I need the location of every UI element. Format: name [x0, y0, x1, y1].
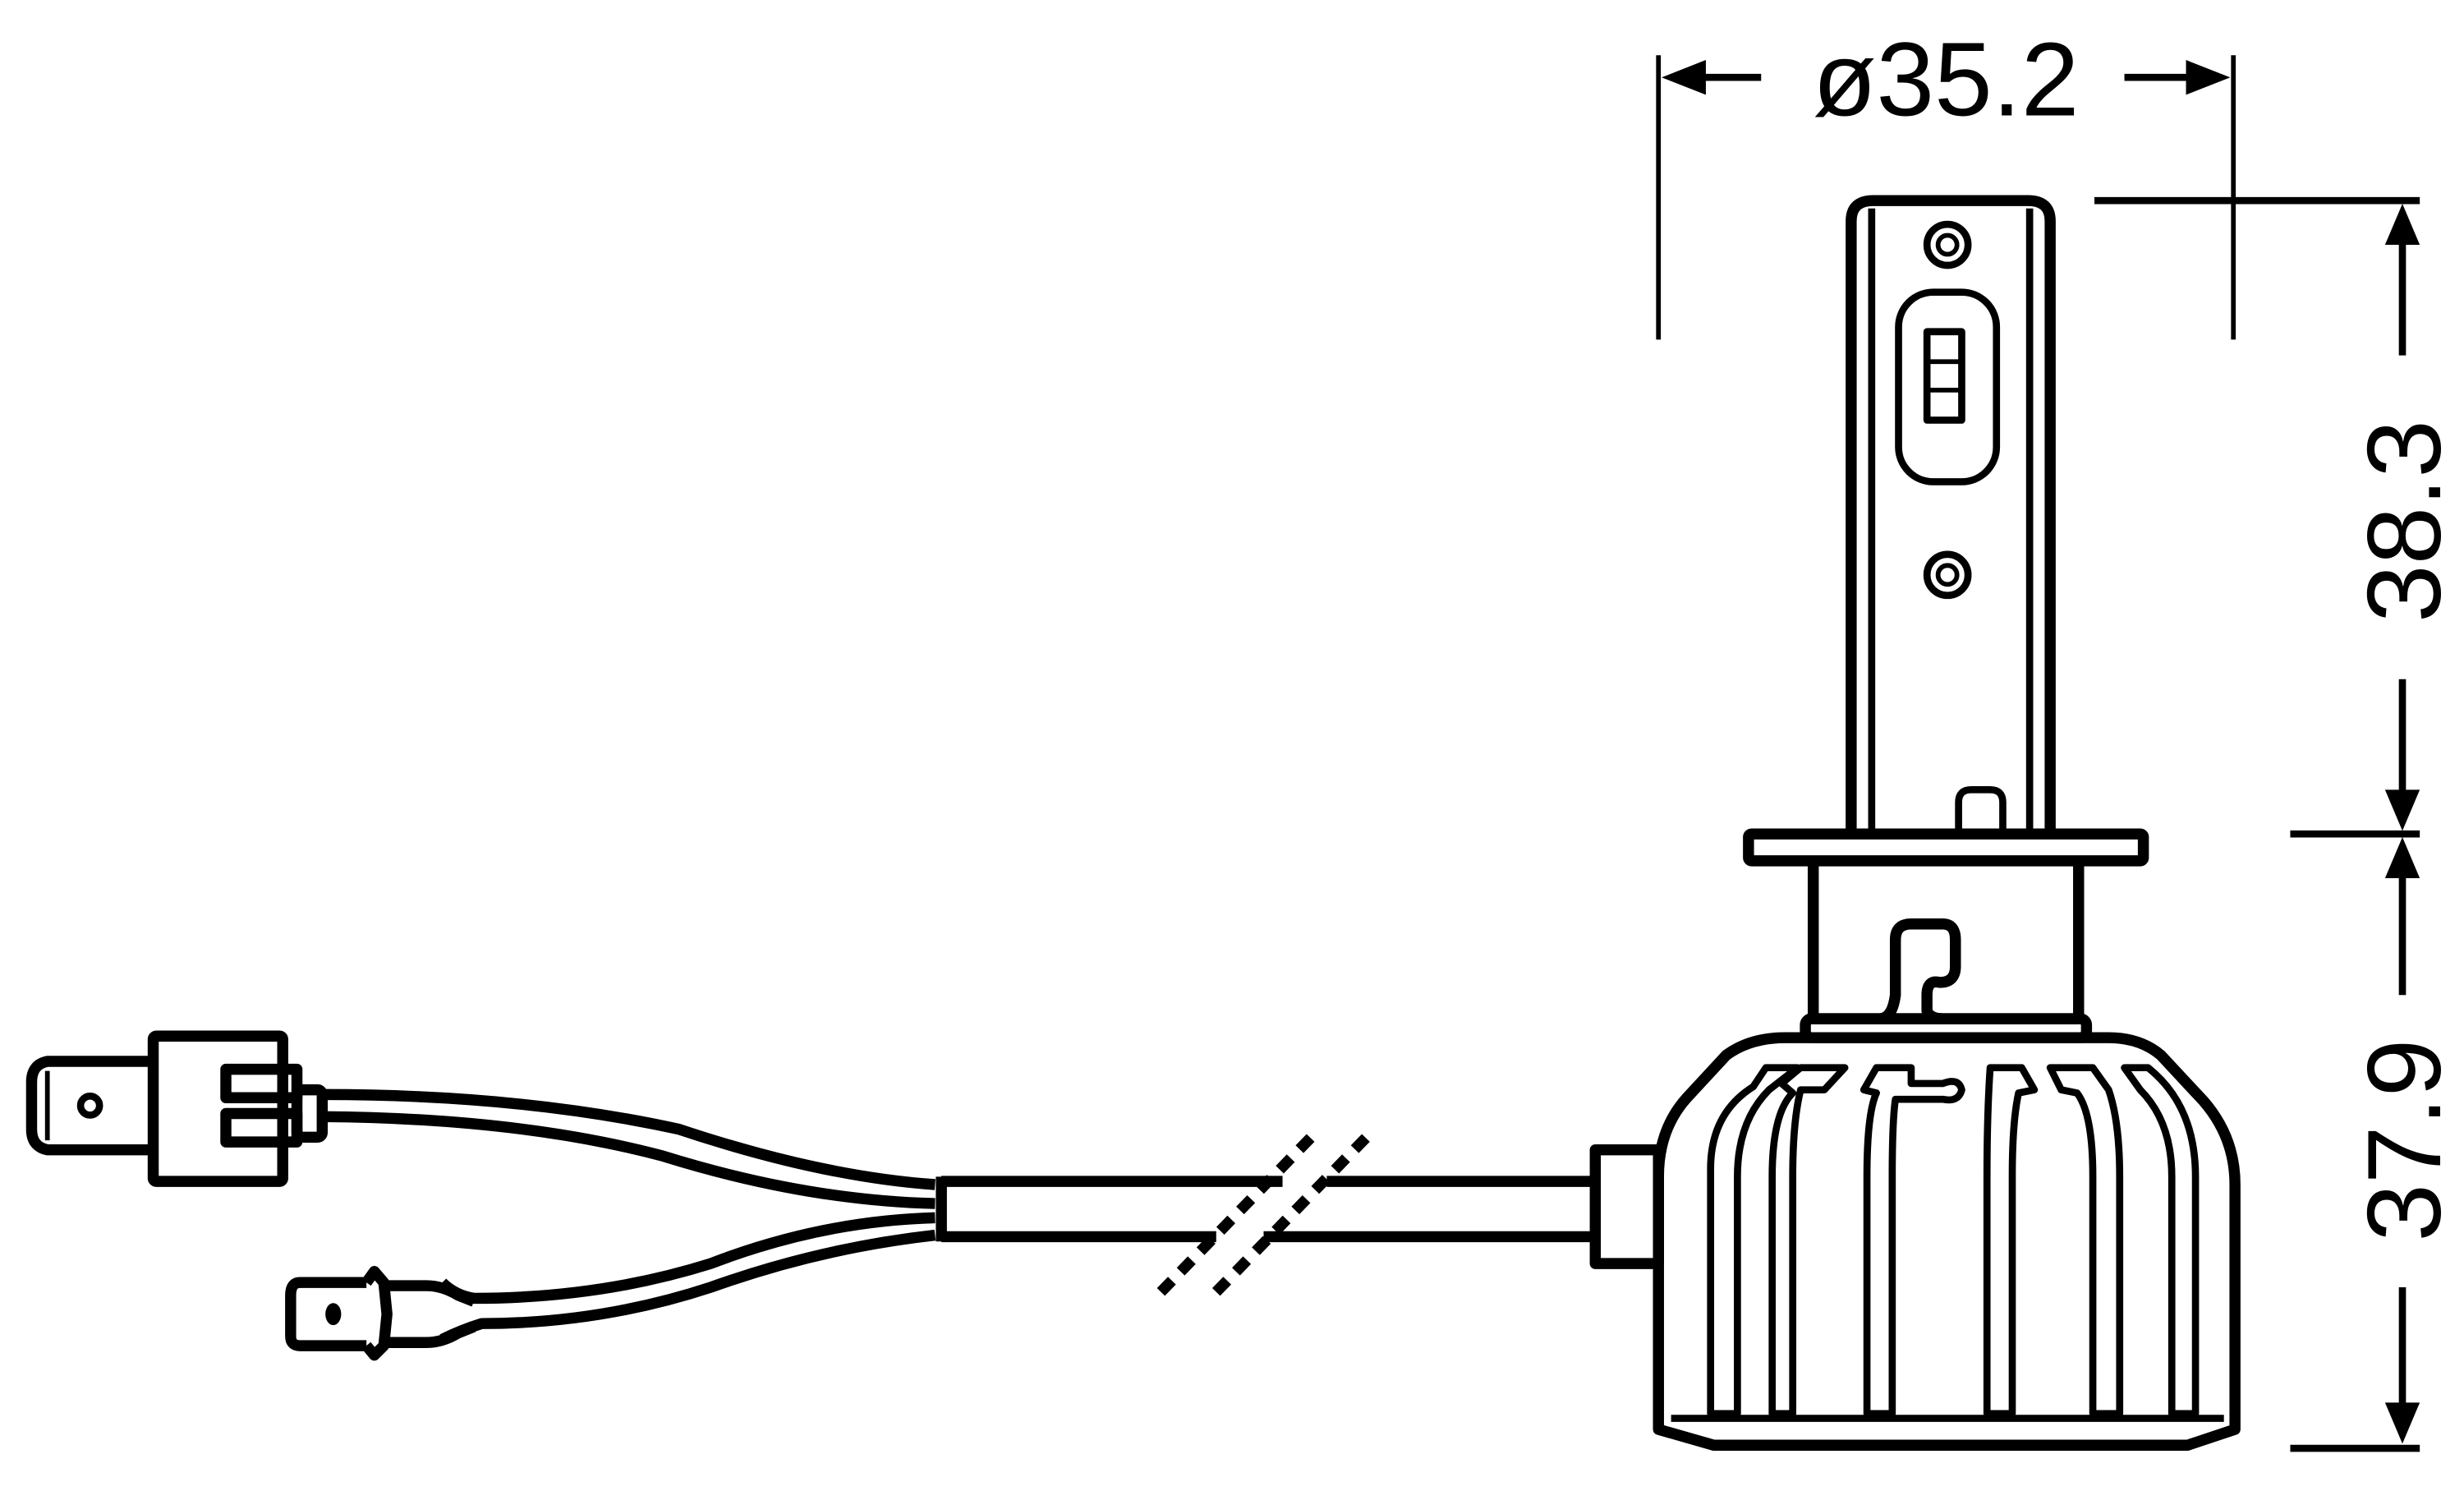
mounting-flange — [1743, 828, 2149, 867]
h-connector-plug — [25, 1030, 329, 1187]
arrowhead-down-icon — [2384, 789, 2420, 831]
finned-heatsink — [1589, 1032, 2241, 1451]
led-board — [1846, 195, 2056, 835]
fin — [2046, 1064, 2124, 1418]
diameter-dimension: ø35.2 — [1656, 21, 2236, 340]
screw-icon — [1923, 220, 1972, 269]
arrowhead-up-icon — [2384, 837, 2420, 879]
locking-hook-icon — [1878, 918, 1961, 1024]
lower-height-label: 37.9 — [2346, 1039, 2462, 1242]
spade-terminal — [285, 1266, 476, 1361]
diameter-label: ø35.2 — [1813, 21, 2080, 137]
arrowhead-up-icon — [2384, 204, 2420, 246]
upper-height-label: 38.3 — [2346, 420, 2462, 623]
fin — [1768, 1064, 1849, 1418]
led-window — [1895, 288, 2001, 485]
cable-boot — [1589, 1144, 1664, 1269]
fin — [1859, 1064, 1965, 1418]
arrowhead-left-icon — [1662, 60, 1706, 95]
cable-break-mark — [1156, 1125, 1323, 1296]
led-chip-icon — [1923, 328, 1965, 424]
fin — [2121, 1064, 2200, 1418]
fin — [1983, 1064, 2039, 1418]
screw-icon — [1923, 550, 1972, 600]
base-collar — [1800, 860, 2093, 1043]
fin — [1707, 1064, 1801, 1418]
arrowhead-right-icon — [2186, 60, 2231, 95]
pin-hole-icon — [325, 1303, 342, 1326]
arrowhead-down-icon — [2384, 1402, 2420, 1444]
height-dimensions: 38.3 37.9 — [2094, 196, 2462, 1452]
cable-break-mark — [1211, 1125, 1378, 1296]
cable — [324, 1088, 1596, 1345]
pin-hole-icon — [76, 1093, 103, 1119]
